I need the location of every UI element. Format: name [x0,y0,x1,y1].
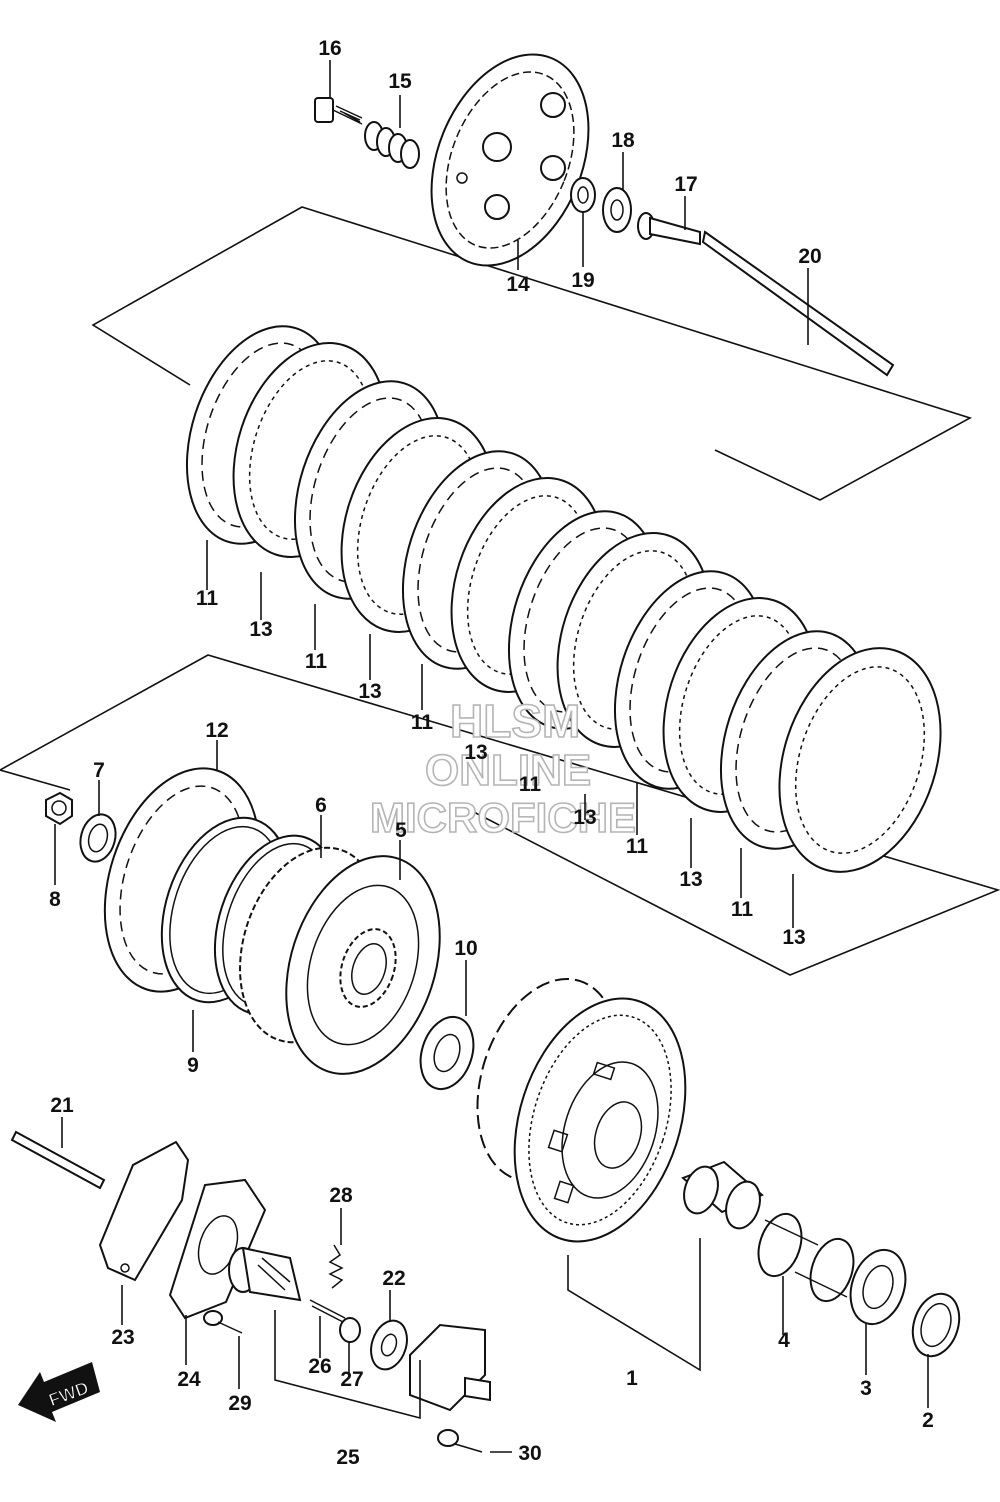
bearing-part-22[interactable] [365,1316,413,1374]
callout-11: 11 [411,711,434,734]
callout-12: 12 [205,719,228,742]
callout-26: 26 [308,1355,331,1378]
clutch-spring-part-15[interactable] [364,121,420,169]
callout-23: 23 [111,1326,134,1349]
callout-2: 2 [922,1409,934,1432]
callout-30: 30 [518,1442,541,1465]
callout-11: 11 [196,587,219,610]
watermark-line-1: HLSM [450,695,580,747]
callout-18: 18 [611,129,635,152]
callout-7: 7 [93,759,105,782]
pin-part-21[interactable] [10,1130,106,1190]
plate-part-13[interactable] [752,627,968,893]
release-holder[interactable] [409,1323,491,1412]
sleeve-part[interactable] [678,1160,765,1233]
watermark-line-2: ONLINE [425,746,591,795]
upper-group-outline [91,206,973,501]
spring-part-28[interactable] [328,1244,344,1289]
callout-20: 20 [798,245,821,268]
callout-13: 13 [782,926,805,949]
push-piece-part-17[interactable] [637,212,701,246]
callout-labels: 16 15 18 17 20 14 19 11 13 11 13 11 13 1… [49,37,934,1469]
washer-part-7[interactable] [75,810,120,865]
watermark: HLSM ONLINE MICROFICHE [369,694,637,842]
callout-13: 13 [358,680,381,703]
bolt-part-29[interactable] [203,1310,243,1334]
callout-13: 13 [464,741,487,764]
washer-part-19[interactable] [570,177,596,213]
nut-part-27[interactable] [339,1317,361,1343]
callout-3: 3 [860,1377,872,1400]
lower-group-outline [0,654,1000,976]
clutch-hub-part-5[interactable] [216,829,466,1093]
bracket-part-23[interactable] [98,1140,190,1282]
callout-5: 5 [395,819,407,842]
callout-27: 27 [340,1368,363,1391]
bolt-part-30[interactable] [437,1429,483,1453]
callout-11: 11 [626,835,649,858]
callout-13: 13 [249,618,272,641]
bearing-part-18[interactable] [602,187,632,233]
callout-22: 22 [382,1267,405,1290]
callout-1: 1 [626,1367,638,1390]
callout-21: 21 [50,1094,74,1117]
callout-11: 11 [305,650,328,673]
needle-bearing-part-4[interactable] [751,1208,861,1306]
clutch-bolt-part-16[interactable] [314,97,363,125]
leader-lines [54,60,929,1453]
callout-6: 6 [315,794,327,817]
push-rod-part-20[interactable] [701,230,895,377]
callout-11: 11 [519,773,542,796]
spacer-part-2[interactable] [905,1288,967,1362]
callout-4: 4 [778,1329,790,1352]
callout-25: 25 [336,1446,360,1469]
callout-14: 14 [506,273,530,296]
pressure-plate-part-14[interactable] [402,31,618,289]
callout-10: 10 [454,937,477,960]
release-cam-part-25[interactable] [228,1246,302,1302]
callout-16: 16 [318,37,341,60]
watermark-line-3: MICROFICHE [370,794,636,841]
clutch-housing-part-1[interactable] [453,961,715,1264]
callout-13: 13 [573,806,596,829]
callout-19: 19 [571,269,594,292]
callout-11: 11 [731,898,754,921]
fwd-direction-badge: FWD [18,1362,100,1422]
callout-17: 17 [674,173,697,196]
callout-24: 24 [177,1368,201,1391]
callout-13: 13 [679,868,702,891]
callout-28: 28 [329,1184,353,1207]
callout-8: 8 [49,888,61,911]
callout-9: 9 [187,1054,199,1077]
plate-stack [185,325,968,893]
callout-15: 15 [388,70,412,93]
callout-29: 29 [228,1392,251,1415]
arrow-left-icon [18,1362,100,1422]
screw-part-26[interactable] [309,1299,346,1323]
washer-part-3[interactable] [842,1243,915,1331]
nut-part-8[interactable] [45,791,73,826]
washer-part-10[interactable] [412,1010,482,1096]
